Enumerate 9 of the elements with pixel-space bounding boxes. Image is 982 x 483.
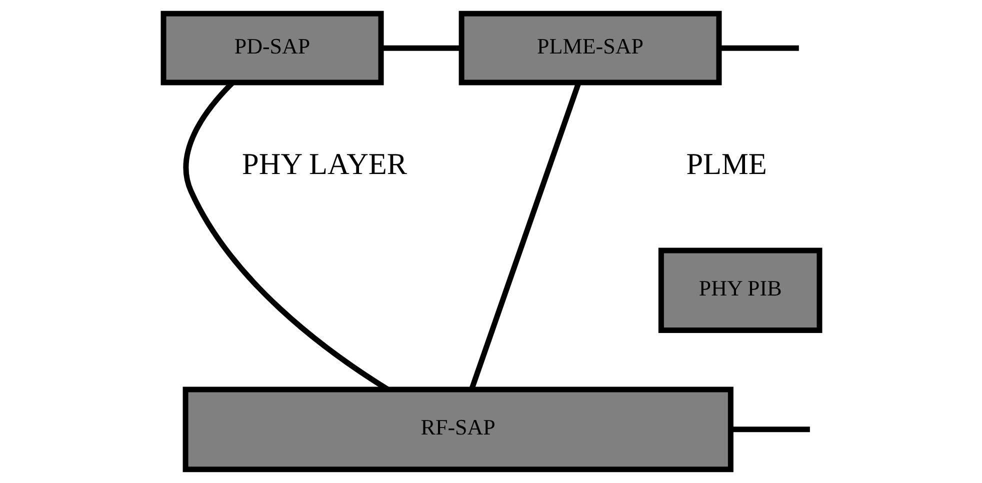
label: PLME xyxy=(686,147,766,182)
node-box: PLME-SAP xyxy=(458,10,722,86)
node-box: PD-SAP xyxy=(160,10,384,86)
connector xyxy=(730,426,810,432)
connector xyxy=(718,45,798,51)
connector xyxy=(381,45,461,51)
label: PHY LAYER xyxy=(242,147,407,182)
node-box: RF-SAP xyxy=(182,386,733,472)
node-box: PHY PIB xyxy=(658,248,822,334)
